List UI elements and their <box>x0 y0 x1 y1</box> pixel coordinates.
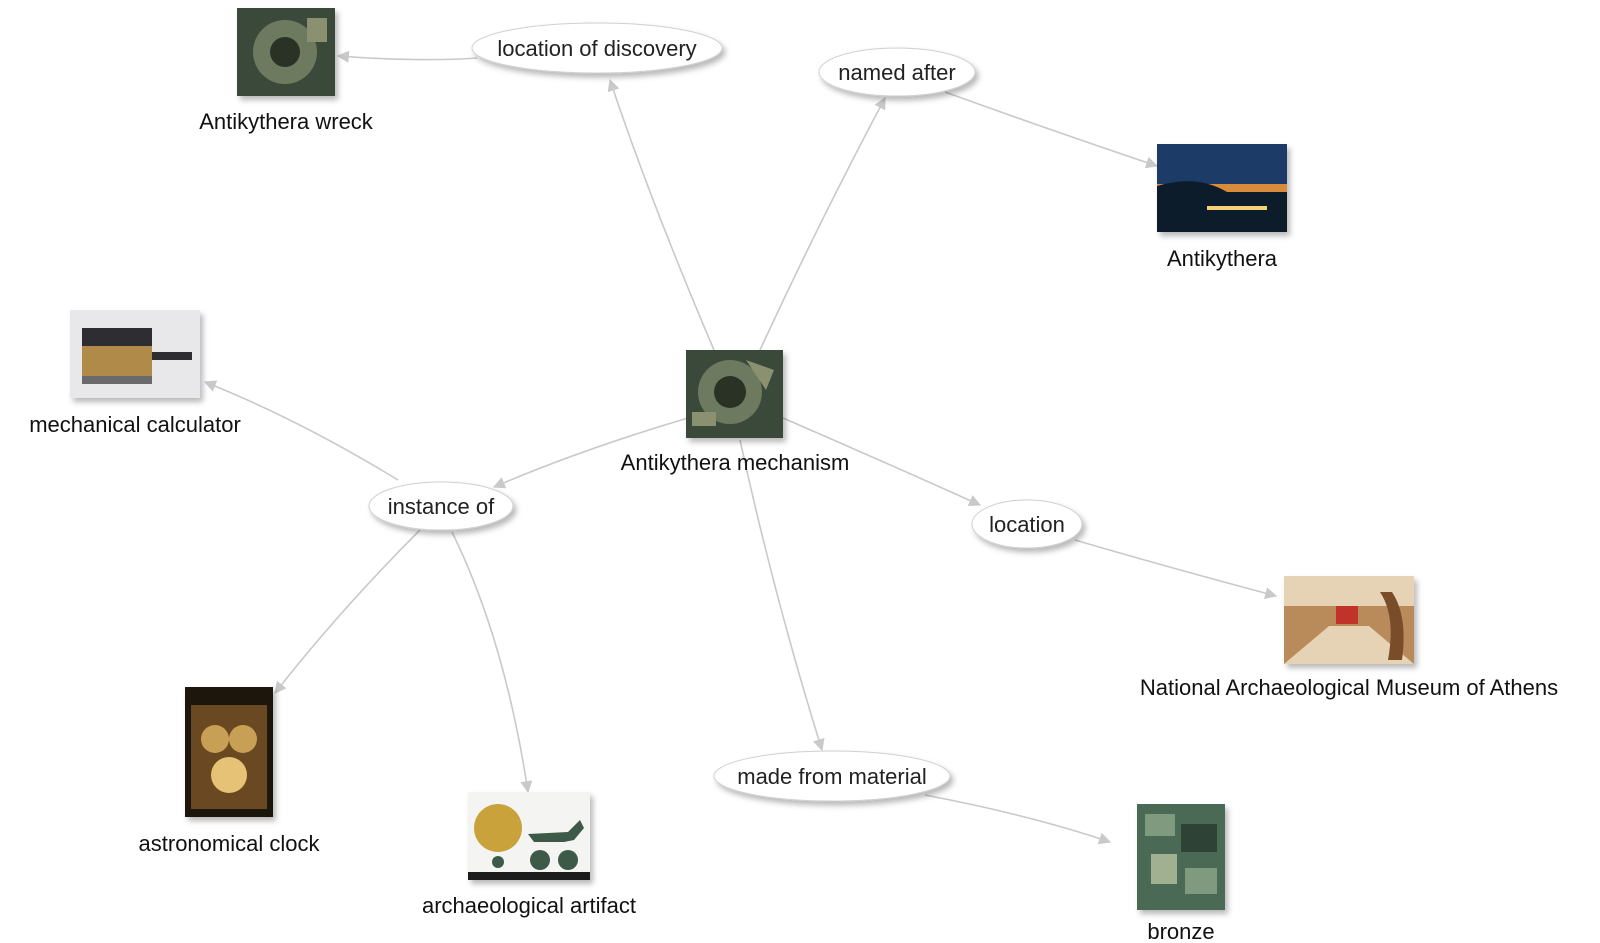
bronze-fragments-photo-icon <box>1137 804 1225 910</box>
entity-label: archaeological artifact <box>422 893 636 918</box>
entity-node-astronomical-clock[interactable]: astronomical clock <box>139 687 321 856</box>
edge-made-from-material-to-bronze <box>924 794 1112 845</box>
relation-label: location of discovery <box>497 36 696 61</box>
edge-instance-of-to-clock <box>274 529 421 694</box>
entity-node-mechanical-calculator[interactable]: mechanical calculator <box>29 310 241 437</box>
sun-chariot-artifact-photo-icon <box>468 792 590 880</box>
entity-label: astronomical clock <box>139 831 321 856</box>
edge-central-to-location-of-discovery <box>607 78 715 351</box>
edge-named-after-to-antikythera <box>944 91 1159 169</box>
edges <box>203 50 1278 845</box>
edge-central-to-location <box>782 417 982 507</box>
mechanical-calculator-photo-icon <box>70 310 200 398</box>
relation-node-location-of-discovery[interactable]: location of discovery <box>471 22 723 74</box>
entity-label: Antikythera wreck <box>199 109 374 134</box>
astronomical-clock-photo-icon <box>185 687 273 817</box>
entity-node-archaeological-artifact[interactable]: archaeological artifact <box>422 792 636 918</box>
relation-node-named-after[interactable]: named after <box>818 47 976 97</box>
relation-label: made from material <box>737 764 927 789</box>
entity-node-national-archaeological-museum-of-athens[interactable]: National Archaeological Museum of Athens <box>1140 576 1558 700</box>
relation-label: named after <box>838 60 955 85</box>
edge-central-to-named-after <box>759 96 886 351</box>
entity-label: bronze <box>1147 919 1214 943</box>
relation-node-instance-of[interactable]: instance of <box>368 481 514 531</box>
relation-label: instance of <box>388 494 495 519</box>
edge-instance-of-to-artifact <box>451 531 533 794</box>
relation-node-made-from-material[interactable]: made from material <box>713 750 951 802</box>
entity-label: Antikythera mechanism <box>621 450 850 475</box>
edge-central-to-made-from-material <box>739 439 825 752</box>
edge-location-to-museum <box>1074 539 1278 600</box>
entity-label: National Archaeological Museum of Athens <box>1140 675 1558 700</box>
mechanism-fragment-photo-icon <box>237 8 335 96</box>
entity-node-antikythera-wreck[interactable]: Antikythera wreck <box>199 8 374 134</box>
edge-central-to-instance-of <box>492 417 689 489</box>
entity-node-antikythera-mechanism[interactable]: Antikythera mechanism <box>621 350 850 475</box>
bronze-gear-fragment-photo-icon <box>686 350 783 438</box>
entity-label: Antikythera <box>1167 246 1278 271</box>
entity-label: mechanical calculator <box>29 412 241 437</box>
entity-node-antikythera[interactable]: Antikythera <box>1157 144 1287 271</box>
edge-instance-of-to-calculator <box>203 380 399 481</box>
edge-location-of-discovery-to-wreck <box>336 50 478 63</box>
relation-label: location <box>989 512 1065 537</box>
relation-node-location[interactable]: location <box>971 499 1083 549</box>
island-harbor-night-photo-icon <box>1157 144 1287 232</box>
entity-node-bronze[interactable]: bronze <box>1137 804 1225 943</box>
museum-hall-photo-icon <box>1284 576 1414 664</box>
